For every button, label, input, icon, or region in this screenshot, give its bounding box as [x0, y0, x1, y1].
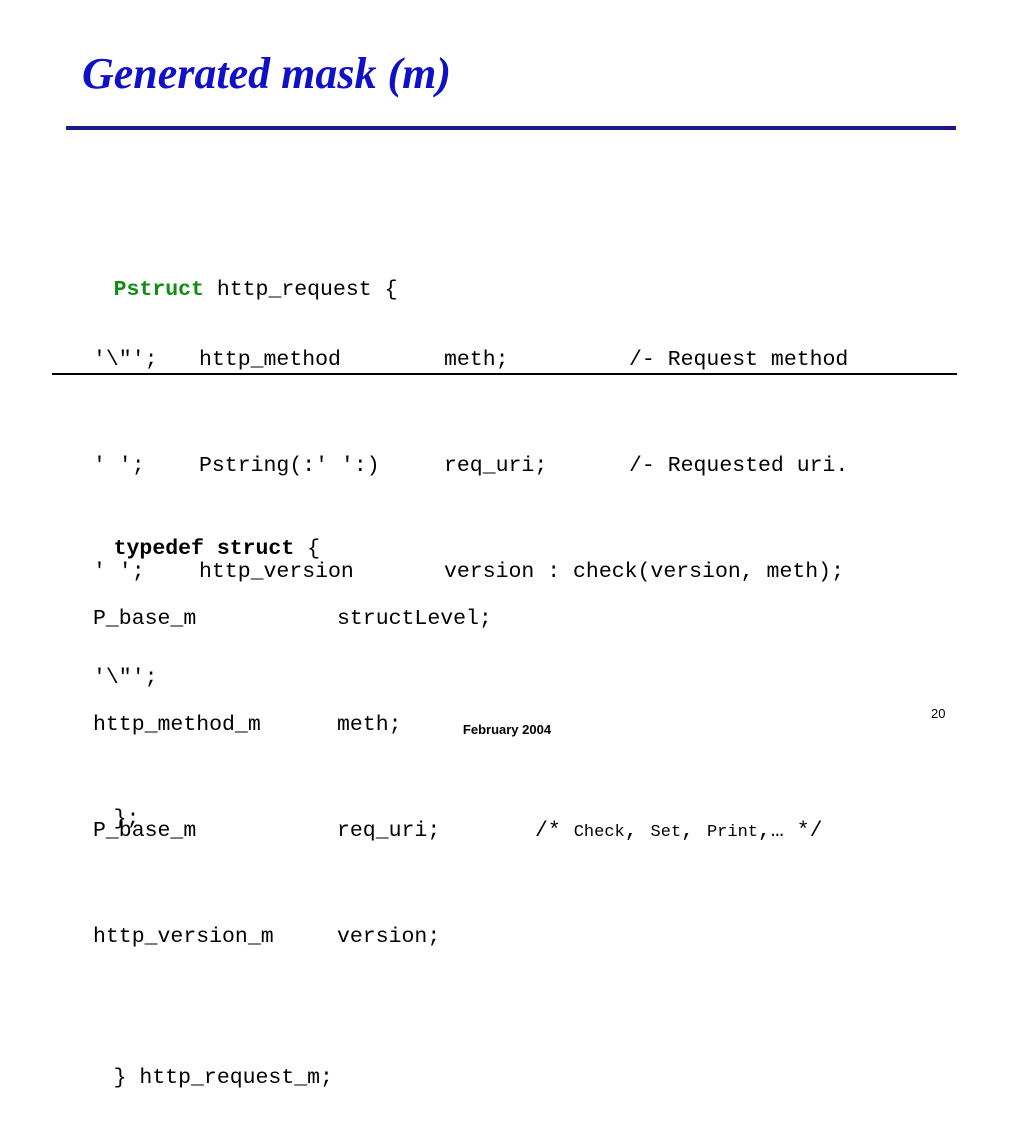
comment-open: /* — [535, 819, 574, 844]
pstruct-field-row: '\"'; http_method meth; /- Request metho… — [62, 343, 962, 378]
typedef-field-row: P_base_m structLevel; — [62, 602, 962, 637]
field-name: meth; — [337, 713, 402, 738]
field-comment: /- Request method — [629, 348, 849, 373]
pstruct-field-row: '\"'; — [62, 661, 962, 696]
typedef-field-row: http_method_m meth; — [62, 708, 962, 743]
field-name: structLevel; — [337, 607, 492, 632]
typedef-field-row: P_base_m req_uri; /* Check, Set, Print,…… — [62, 814, 962, 849]
typedef-field-row: http_version_m version; — [62, 920, 962, 955]
field-type: P_base_m — [93, 819, 197, 844]
literal: '\"'; — [93, 666, 158, 691]
title-underline — [66, 126, 956, 130]
literal: '\"'; — [93, 348, 158, 373]
slide-title: Generated mask (m) — [82, 49, 452, 98]
field-type: http_version — [199, 560, 354, 585]
comment-separator: , — [681, 819, 707, 844]
field-name: version : check(version, meth); — [444, 560, 844, 585]
field-type: http_version_m — [93, 925, 274, 950]
pstruct-field-row: ' '; http_version version : check(versio… — [62, 555, 962, 590]
pstruct-keyword: Pstruct — [113, 277, 204, 302]
pstruct-field-row: ' '; Pstring(:' ':) req_uri; /- Requeste… — [62, 449, 962, 484]
comment-item-print: Print — [706, 823, 758, 843]
footer-date: February 2004 — [462, 722, 552, 737]
literal: ' '; — [93, 560, 145, 585]
comment-item-set: Set — [650, 823, 682, 843]
typedef-keyword: typedef struct — [113, 536, 295, 561]
typedef-closing-line: } http_request_m; — [62, 1026, 962, 1090]
typedef-open-brace: { — [294, 536, 321, 561]
typedef-closing: } http_request_m; — [113, 1066, 333, 1091]
field-type: http_method — [199, 348, 341, 373]
field-name: req_uri; — [444, 454, 548, 479]
literal: ' '; — [93, 454, 145, 479]
typedef-code-block: typedef struct { P_base_m structLevel; h… — [62, 426, 962, 1097]
field-comment: /* Check, Set, Print,… */ — [535, 814, 823, 850]
pstruct-header-line: Pstruct http_request { — [62, 238, 962, 302]
field-type: P_base_m — [93, 607, 197, 632]
pstruct-code-block: Pstruct http_request { '\"'; http_method… — [62, 167, 962, 838]
comment-item-check: Check — [573, 823, 625, 843]
section-divider — [52, 373, 957, 375]
field-name: meth; — [444, 348, 509, 373]
field-comment: /- Requested uri. — [629, 454, 849, 479]
field-name: version; — [337, 925, 441, 950]
field-name: req_uri; — [337, 819, 441, 844]
pstruct-header-rest: http_request { — [203, 277, 398, 302]
comment-separator: , — [624, 819, 651, 844]
comment-tail: ,… */ — [757, 819, 823, 844]
field-type: Pstring(:' ':) — [199, 454, 380, 479]
page-number: 20 — [931, 706, 946, 721]
field-type: http_method_m — [93, 713, 261, 738]
typedef-header-line: typedef struct { — [62, 497, 962, 561]
